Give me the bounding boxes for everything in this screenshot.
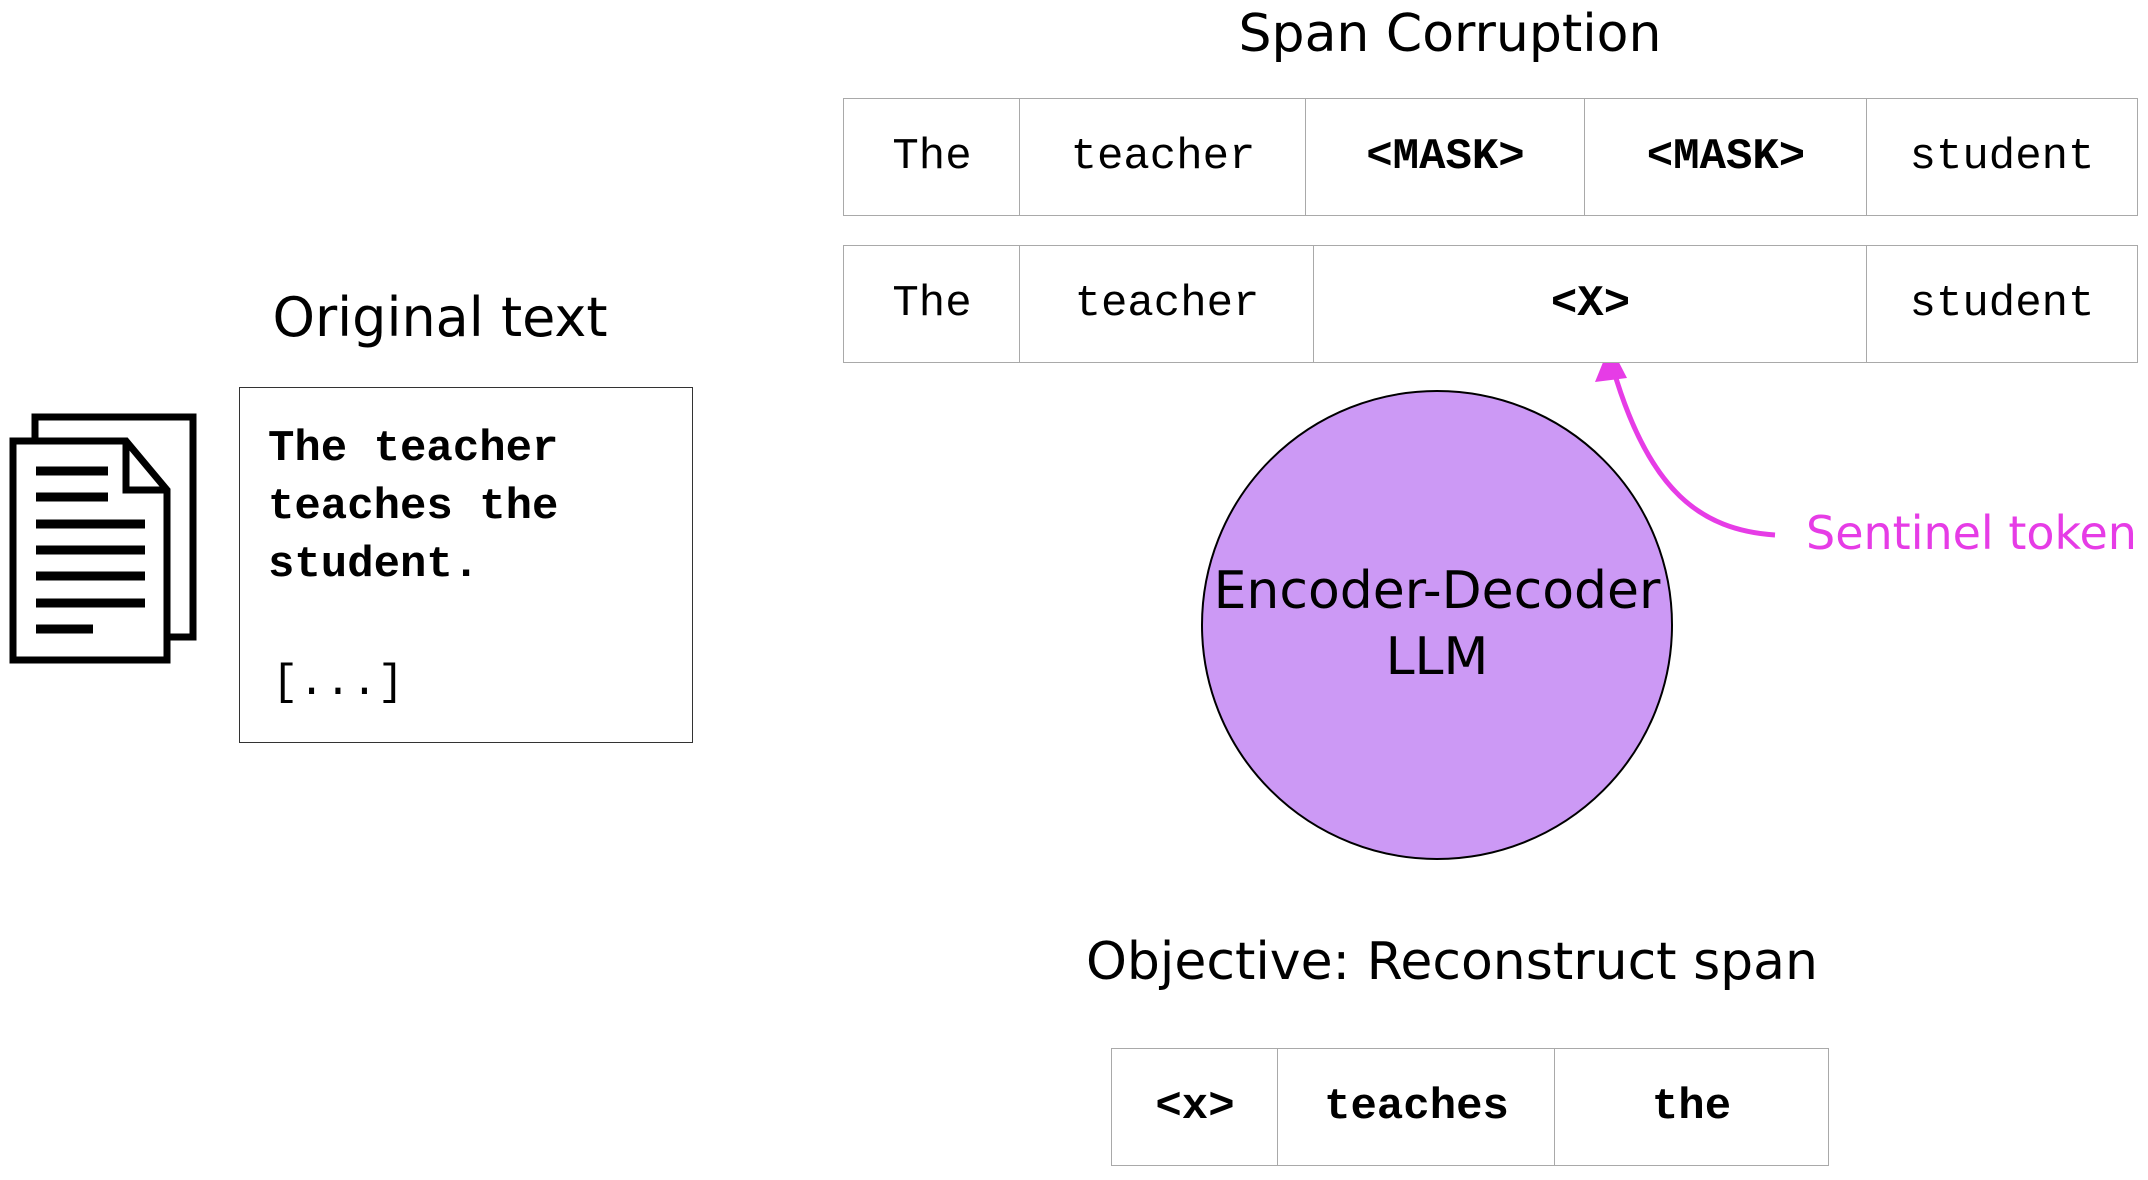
original-text-ellipsis: [...] (272, 658, 405, 708)
masked-token-cell: teacher (1019, 98, 1307, 216)
original-text-line: student. (268, 540, 480, 590)
sentinel-token-label: Sentinel token (1806, 506, 2137, 560)
sentinel-arrow (1595, 345, 1776, 538)
masked-token-cell: student (1866, 98, 2138, 216)
masked-token-cell: The (843, 98, 1021, 216)
original-text-box: The teacher teaches the student. [...] (239, 387, 693, 743)
objective-token-cell: the (1554, 1048, 1829, 1166)
original-text-title: Original text (272, 286, 608, 349)
sentinel-row-cell: The (843, 245, 1021, 363)
objective-title: Objective: Reconstruct span (1085, 932, 1819, 992)
span-corruption-title: Span Corruption (1238, 4, 1662, 64)
sentinel-row-cell: teacher (1019, 245, 1315, 363)
objective-token-cell: <x> (1111, 1048, 1279, 1166)
original-text-line: teaches the (268, 482, 559, 532)
llm-label: Encoder-Decoder LLM (1214, 558, 1661, 690)
sentinel-row-cell: student (1866, 245, 2138, 363)
original-text-line: The teacher (268, 424, 559, 474)
llm-label-line1: Encoder-Decoder (1213, 561, 1661, 621)
mask-token-cell: <MASK> (1305, 98, 1586, 216)
objective-token-cell: teaches (1277, 1048, 1556, 1166)
llm-circle (1201, 390, 1673, 860)
sentinel-token-cell: <X> (1313, 245, 1868, 363)
llm-label-line2: LLM (1385, 627, 1489, 687)
mask-token-cell: <MASK> (1584, 98, 1868, 216)
documents-icon (9, 413, 197, 664)
